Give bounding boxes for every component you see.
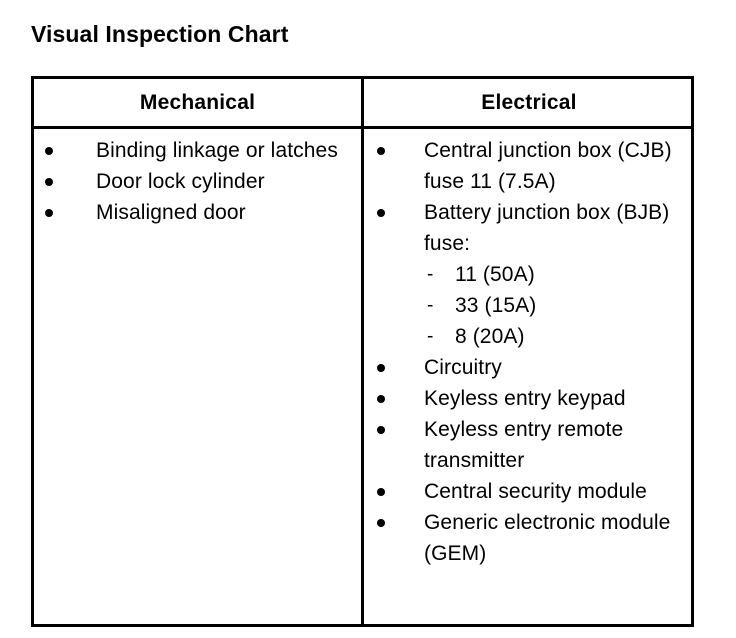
sub-list-item-text: 33 (15A) — [455, 294, 537, 317]
list-item-text: Circuitry — [424, 356, 502, 379]
list-item: Misaligned door — [34, 197, 361, 228]
table-header-row: Mechanical Electrical — [34, 79, 691, 129]
cell-mechanical: Binding linkage or latches Door lock cyl… — [34, 129, 361, 624]
dash-icon: - — [427, 264, 434, 285]
sub-list-item: - 11 (50A) — [424, 259, 694, 290]
list-item-text: Door lock cylinder — [96, 170, 265, 193]
list-item-text: Central junction box (CJB) fuse 11 (7.5A… — [424, 139, 672, 193]
sub-list-item: - 33 (15A) — [424, 290, 694, 321]
list-item: Battery junction box (BJB) fuse: - 11 (5… — [364, 197, 694, 352]
list-item: Binding linkage or latches — [34, 135, 361, 166]
bullet-icon — [377, 147, 385, 155]
list-item: Central junction box (CJB) fuse 11 (7.5A… — [364, 135, 694, 197]
sub-list-item-text: 8 (20A) — [455, 325, 525, 348]
bullet-icon — [377, 519, 385, 527]
list-item: Door lock cylinder — [34, 166, 361, 197]
sub-list-item-text: 11 (50A) — [455, 263, 535, 286]
bullet-icon — [45, 147, 53, 155]
bullet-icon — [377, 364, 385, 372]
fuse-sublist: - 11 (50A) - 33 (15A) - 8 (20A) — [424, 259, 694, 352]
page-title: Visual Inspection Chart — [31, 21, 289, 47]
list-item-text: Generic electronic module (GEM) — [424, 511, 671, 565]
column-divider — [361, 79, 364, 624]
list-item-text: Battery junction box (BJB) fuse: — [424, 201, 670, 255]
column-header-mechanical: Mechanical — [139, 90, 256, 114]
column-header-electrical: Electrical — [481, 90, 577, 114]
list-item-text: Binding linkage or latches — [96, 139, 338, 162]
cell-electrical: Central junction box (CJB) fuse 11 (7.5A… — [364, 129, 694, 624]
bullet-icon — [45, 178, 53, 186]
list-item-text: Misaligned door — [96, 201, 246, 224]
bullet-icon — [377, 209, 385, 217]
list-item-text: Keyless entry remote transmitter — [424, 418, 624, 472]
list-item-text: Central security module — [424, 480, 647, 503]
table-body-row: Binding linkage or latches Door lock cyl… — [34, 129, 691, 624]
dash-icon: - — [427, 326, 434, 347]
bullet-icon — [377, 488, 385, 496]
electrical-list: Central junction box (CJB) fuse 11 (7.5A… — [364, 135, 694, 569]
list-item: Central security module — [364, 476, 694, 507]
list-item: Keyless entry keypad — [364, 383, 694, 414]
sub-list-item: - 8 (20A) — [424, 321, 694, 352]
list-item: Generic electronic module (GEM) — [364, 507, 694, 569]
mechanical-list: Binding linkage or latches Door lock cyl… — [34, 135, 361, 228]
list-item-text: Keyless entry keypad — [424, 387, 626, 410]
visual-inspection-table: Mechanical Electrical Binding linkage or… — [31, 76, 694, 627]
list-item: Keyless entry remote transmitter — [364, 414, 694, 476]
dash-icon: - — [427, 295, 434, 316]
list-item: Circuitry — [364, 352, 694, 383]
bullet-icon — [45, 209, 53, 217]
bullet-icon — [377, 426, 385, 434]
bullet-icon — [377, 395, 385, 403]
